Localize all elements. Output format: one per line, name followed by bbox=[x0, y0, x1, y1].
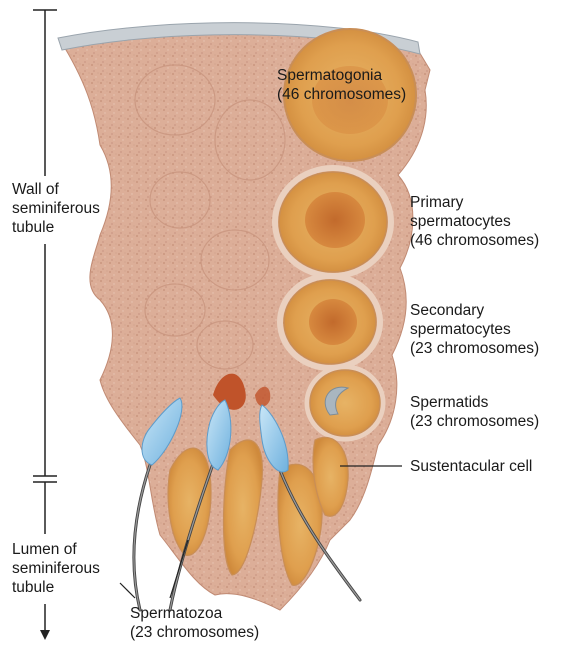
label-wall-line1: Wall of bbox=[12, 180, 100, 199]
label-secondary-line1: Secondary bbox=[410, 301, 539, 320]
label-spermatogonia-line1: Spermatogonia bbox=[277, 66, 406, 85]
lumen-arrow-icon bbox=[40, 630, 50, 640]
label-sustentacular-cell: Sustentacular cell bbox=[410, 457, 532, 476]
label-secondary-line2: spermatocytes bbox=[410, 320, 539, 339]
primary-spermatocyte-cell bbox=[275, 168, 391, 276]
label-spermatids: Spermatids (23 chromosomes) bbox=[410, 393, 539, 431]
spermatid-cell bbox=[307, 367, 383, 439]
label-lumen-line3: tubule bbox=[12, 578, 100, 597]
label-spermatogonia-line2: (46 chromosomes) bbox=[277, 85, 406, 104]
secondary-spermatocyte-cell bbox=[280, 276, 380, 368]
label-secondary-line3: (23 chromosomes) bbox=[410, 339, 539, 358]
label-wall-of-seminiferous-tubule: Wall of seminiferous tubule bbox=[12, 180, 100, 237]
label-spermatozoa: Spermatozoa (23 chromosomes) bbox=[130, 604, 259, 642]
label-spermatids-line1: Spermatids bbox=[410, 393, 539, 412]
label-spermatogonia: Spermatogonia (46 chromosomes) bbox=[277, 66, 406, 104]
label-spermatozoa-line2: (23 chromosomes) bbox=[130, 623, 259, 642]
label-lumen-of-seminiferous-tubule: Lumen of seminiferous tubule bbox=[12, 540, 100, 597]
label-primary-line1: Primary bbox=[410, 193, 539, 212]
label-wall-line3: tubule bbox=[12, 218, 100, 237]
label-primary-line3: (46 chromosomes) bbox=[410, 231, 539, 250]
label-primary-spermatocytes: Primary spermatocytes (46 chromosomes) bbox=[410, 193, 539, 250]
label-spermatozoa-line1: Spermatozoa bbox=[130, 604, 259, 623]
wall-bracket bbox=[33, 10, 57, 632]
label-secondary-spermatocytes: Secondary spermatocytes (23 chromosomes) bbox=[410, 301, 539, 358]
label-sustentacular-line1: Sustentacular cell bbox=[410, 457, 532, 476]
label-primary-line2: spermatocytes bbox=[410, 212, 539, 231]
label-lumen-line2: seminiferous bbox=[12, 559, 100, 578]
label-lumen-line1: Lumen of bbox=[12, 540, 100, 559]
label-spermatids-line2: (23 chromosomes) bbox=[410, 412, 539, 431]
label-wall-line2: seminiferous bbox=[12, 199, 100, 218]
